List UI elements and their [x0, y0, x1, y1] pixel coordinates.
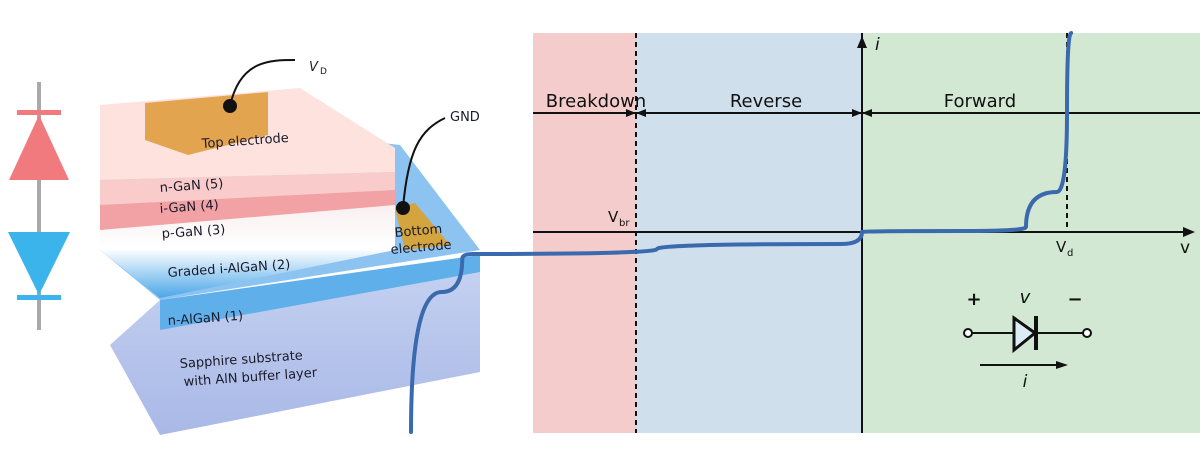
plus-sign: +	[966, 289, 981, 310]
iv-curve	[409, 31, 1074, 434]
top-electrode-label: Top electrode	[200, 131, 289, 152]
vbr-sub: br	[619, 218, 630, 229]
label-reverse: Reverse	[730, 91, 802, 112]
label-breakdown: Breakdown	[546, 91, 646, 112]
n-gan-label: n-GaN (5)	[159, 177, 224, 196]
arrowhead	[626, 109, 636, 117]
vd-sub: D	[320, 67, 327, 77]
arrowhead	[636, 109, 646, 117]
i-gan-label: i-GaN (4)	[159, 198, 219, 217]
v-symbol: v	[1020, 287, 1031, 308]
minus-sign: −	[1067, 289, 1082, 310]
y-axis-arrow	[857, 36, 867, 48]
label-forward: Forward	[944, 91, 1016, 112]
arrowhead	[852, 109, 862, 117]
diode-circuit-icon: + v − i	[963, 287, 1092, 392]
bottom-electrode-label-2: electrode	[390, 238, 452, 258]
vbr-label: V	[608, 208, 619, 226]
vd-label: V	[1056, 238, 1067, 256]
y-axis-label: i	[875, 35, 880, 55]
x-axis-label: v	[1180, 238, 1190, 258]
bottom-electrode-label-1: Bottom	[394, 222, 443, 241]
x-axis-arrow	[1183, 227, 1195, 237]
vd-label: V	[309, 60, 319, 75]
n-algan-label: n-AlGaN (1)	[167, 309, 243, 329]
i-symbol: i	[1023, 372, 1028, 392]
vd-sub: d	[1067, 248, 1073, 259]
diode-stack-icon	[8, 82, 70, 330]
p-gan-label: p-GaN (3)	[161, 223, 226, 242]
gnd-label: GND	[450, 110, 480, 125]
device-stack	[100, 88, 480, 435]
arrowhead	[862, 109, 872, 117]
